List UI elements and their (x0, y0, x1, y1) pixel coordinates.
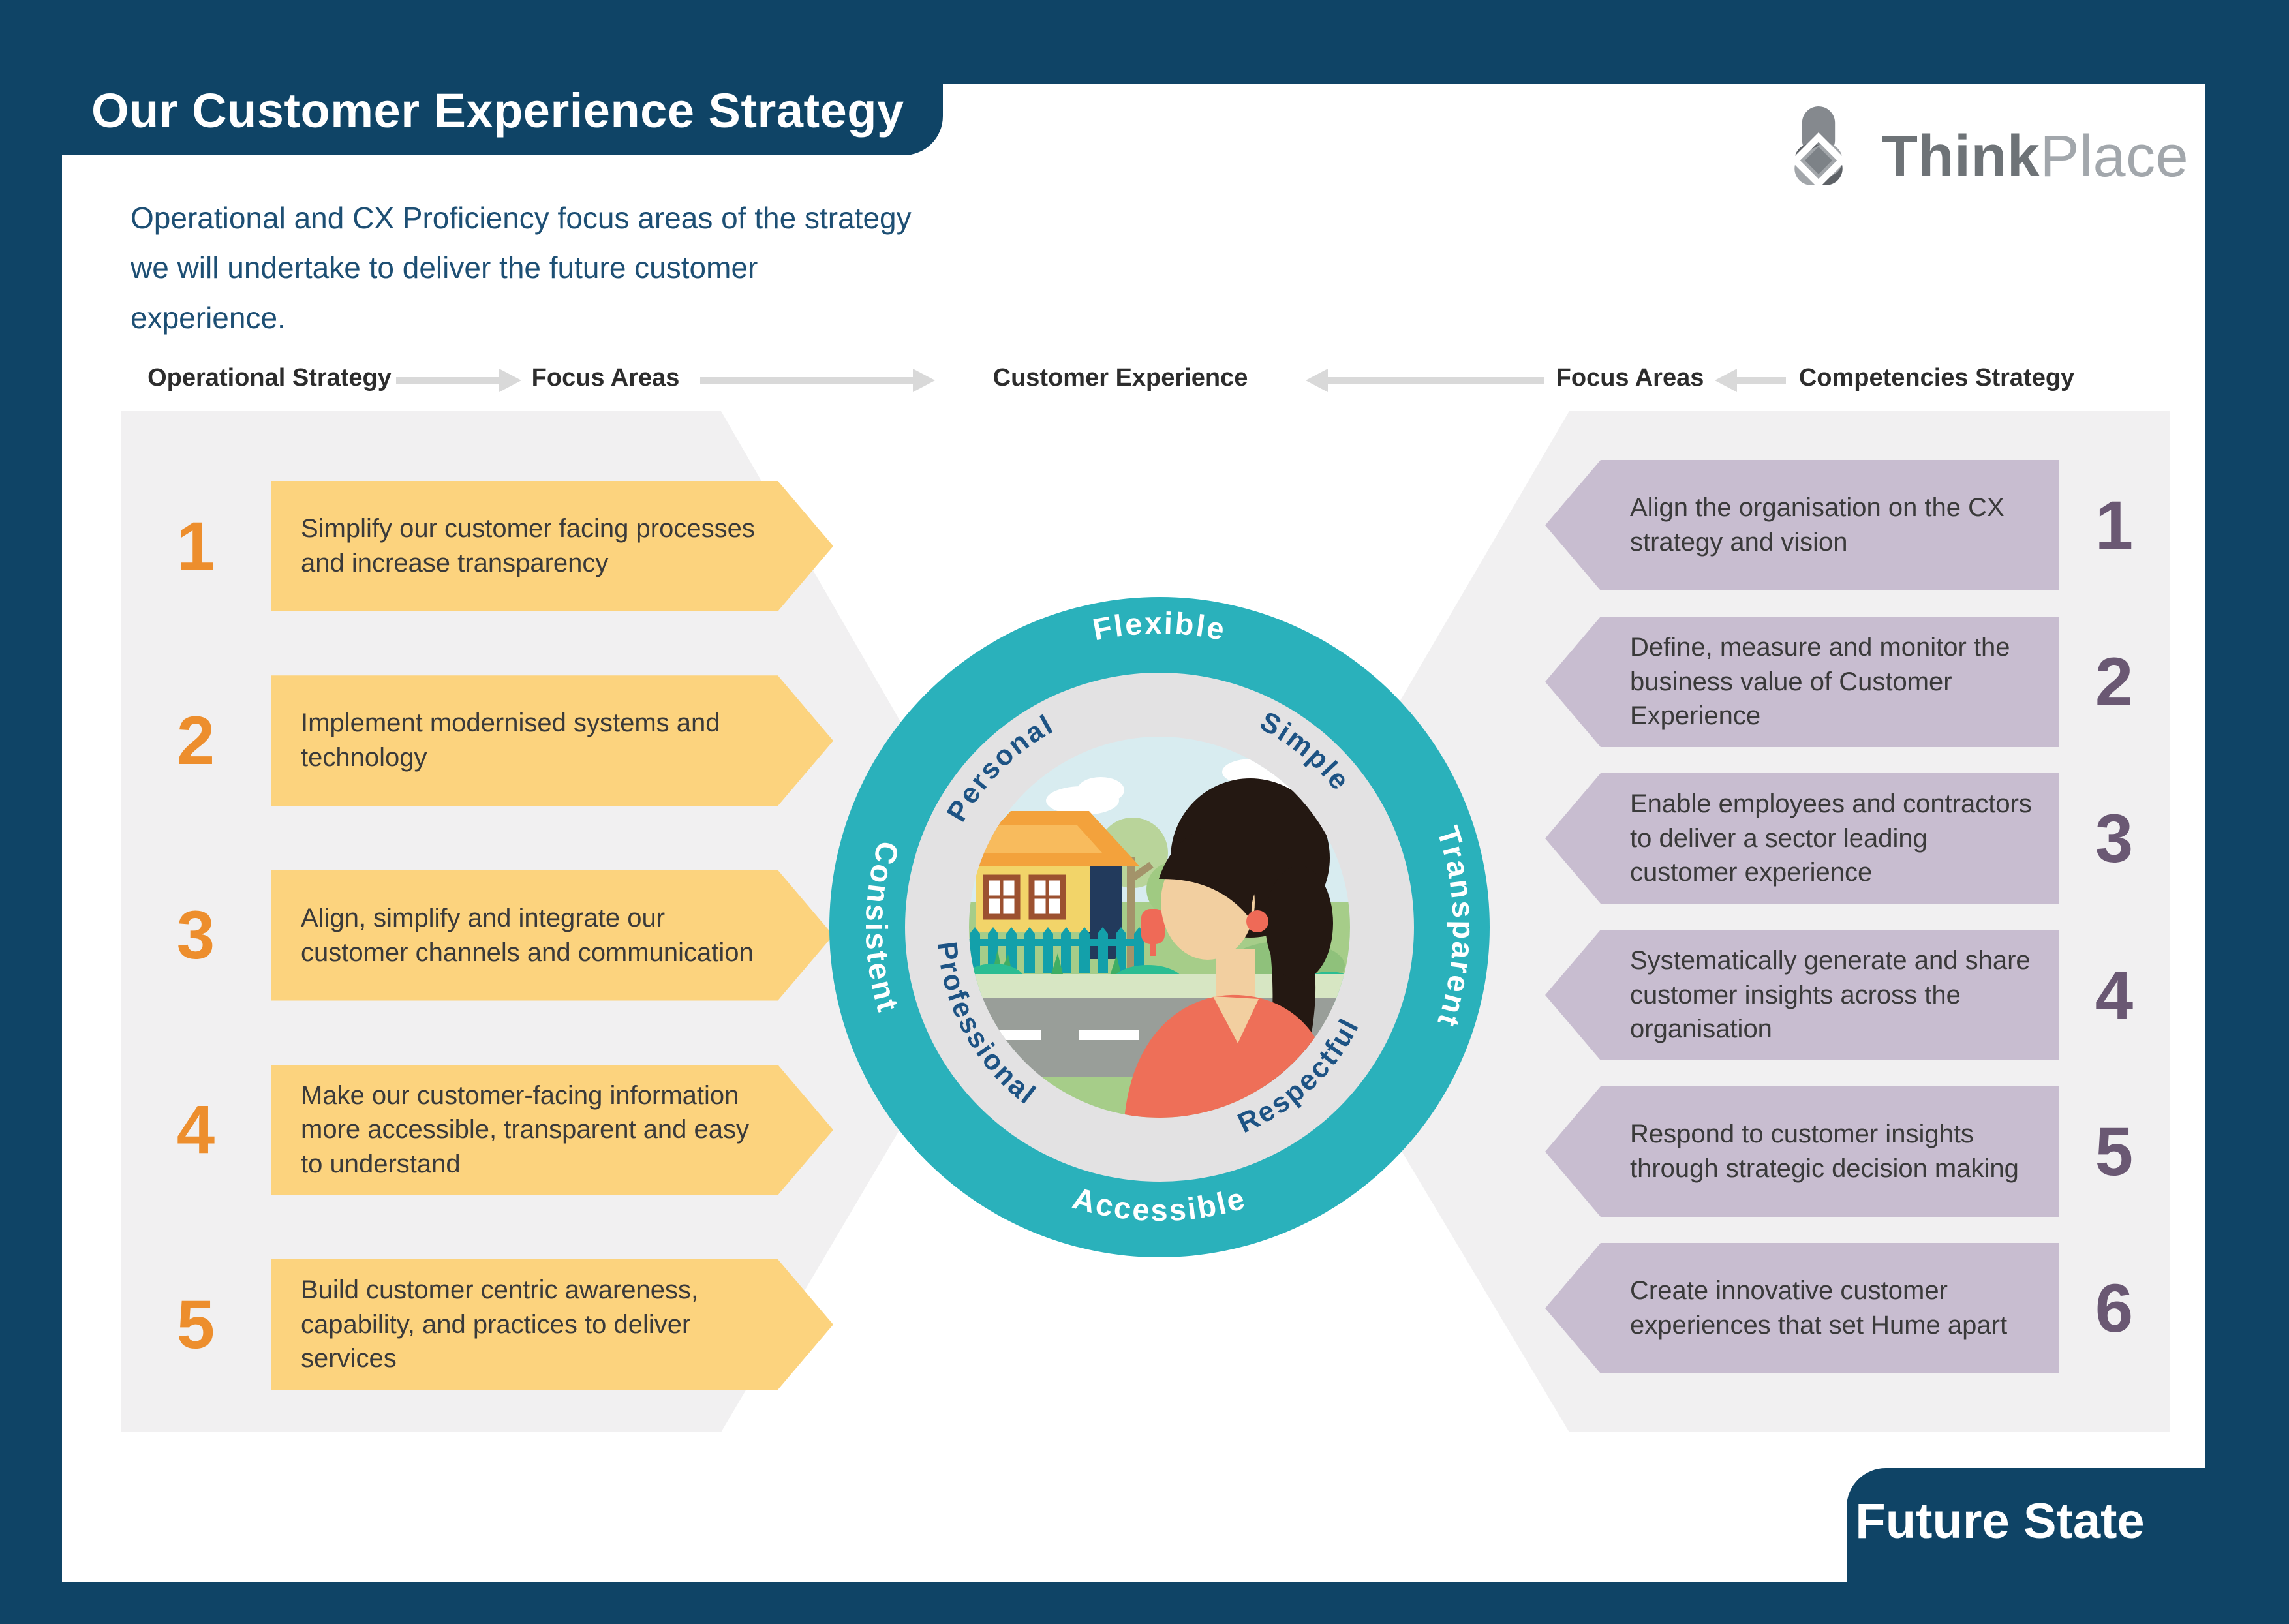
thinkplace-logo-text: ThinkPlace (1882, 123, 2189, 191)
list-item: Align the organisation on the CX strateg… (1545, 460, 2170, 590)
item-text: Simplify our customer facing processes a… (301, 514, 755, 577)
customer-experience-wheel: Flexible Transparent Accessible Consiste… (829, 597, 1490, 1257)
item-number: 5 (2095, 1113, 2134, 1190)
item-text: Enable employees and contractors to deli… (1630, 789, 2032, 887)
item-text: Implement modernised systems and technol… (301, 709, 720, 773)
list-item: Systematically generate and share custom… (1545, 930, 2170, 1060)
title-banner: Our Customer Experience Strategy (0, 0, 943, 155)
flow-label-competencies-strategy: Competencies Strategy (1798, 364, 2075, 391)
list-item: Create innovative customer experiences t… (1545, 1243, 2170, 1373)
item-arrow: Define, measure and monitor the business… (1545, 617, 2059, 747)
item-number: 4 (176, 1092, 215, 1169)
item-text: Make our customer-facing information mor… (301, 1080, 750, 1179)
future-state-tab: Future State (1847, 1468, 2289, 1624)
operational-list: 1 Simplify our customer facing processes… (121, 481, 833, 1390)
item-text: Define, measure and monitor the business… (1630, 632, 2010, 731)
item-number: 1 (2095, 487, 2134, 564)
item-number: 3 (2095, 800, 2134, 877)
item-number: 2 (176, 702, 215, 779)
page-title: Our Customer Experience Strategy (91, 84, 904, 138)
customer-avatar (1124, 778, 1333, 1118)
item-text: Align the organisation on the CX strateg… (1630, 493, 2005, 557)
frame-left (0, 0, 62, 1624)
item-arrow: Systematically generate and share custom… (1545, 930, 2059, 1060)
list-item: 2 Implement modernised systems and techn… (121, 675, 833, 806)
item-arrow: Build customer centric awareness, capabi… (271, 1259, 833, 1390)
house-icon (969, 811, 1139, 959)
list-item: Define, measure and monitor the business… (1545, 617, 2170, 747)
item-number: 1 (176, 508, 215, 585)
flow-arrow-right-icon (396, 369, 521, 392)
flow-label-customer-experience: Customer Experience (992, 364, 1248, 391)
fence (969, 927, 1144, 973)
item-number: 2 (2095, 643, 2134, 720)
item-arrow: Align the organisation on the CX strateg… (1545, 460, 2059, 590)
tree-branch (1127, 861, 1154, 884)
logo-word-place: Place (2040, 123, 2189, 189)
item-number: 5 (176, 1286, 215, 1363)
thinkplace-logo: ThinkPlace (1770, 104, 2189, 209)
item-number: 6 (2095, 1270, 2134, 1347)
flow-label-focus-areas-left: Focus Areas (531, 364, 680, 391)
flow-arrow-left-icon (1715, 369, 1786, 392)
item-text: Align, simplify and integrate our custom… (301, 903, 754, 967)
customer-illustration (969, 737, 1350, 1118)
logo-word-think: Think (1882, 123, 2040, 189)
item-text: Build customer centric awareness, capabi… (301, 1275, 699, 1373)
item-number: 3 (176, 897, 215, 973)
future-state-label: Future State (1855, 1494, 2145, 1549)
item-arrow: Create innovative customer experiences t… (1545, 1243, 2059, 1373)
competencies-list: Align the organisation on the CX strateg… (1545, 460, 2170, 1373)
item-arrow: Respond to customer insights through str… (1545, 1086, 2059, 1217)
list-item: 1 Simplify our customer facing processes… (121, 481, 833, 611)
item-arrow: Simplify our customer facing processes a… (271, 481, 833, 611)
flow-label-focus-areas-right: Focus Areas (1556, 364, 1704, 391)
earring-icon (1246, 910, 1268, 932)
value-word-flexible: Flexible (1090, 605, 1229, 647)
flow-arrow-left-icon (1306, 369, 1544, 392)
list-item: 4 Make our customer-facing information m… (121, 1065, 833, 1195)
item-text: Create innovative customer experiences t… (1630, 1276, 2008, 1340)
item-number: 4 (2095, 957, 2134, 1034)
list-item: 5 Build customer centric awareness, capa… (121, 1259, 833, 1390)
flow-label-operational-strategy: Operational Strategy (147, 364, 392, 391)
item-arrow: Make our customer-facing information mor… (271, 1065, 833, 1195)
subtitle-text: Operational and CX Proficiency focus are… (131, 201, 912, 335)
mailbox-icon (1141, 909, 1165, 956)
flow-arrow-right-icon (700, 369, 935, 392)
frame-right (2205, 0, 2289, 1624)
list-item: Respond to customer insights through str… (1545, 1086, 2170, 1217)
thinkplace-logo-mark (1790, 106, 1847, 189)
list-item: Enable employees and contractors to deli… (1545, 773, 2170, 904)
item-arrow: Enable employees and contractors to deli… (1545, 773, 2059, 904)
item-text: Systematically generate and share custom… (1630, 945, 2031, 1044)
list-item: 3 Align, simplify and integrate our cust… (121, 870, 833, 1001)
item-arrow: Align, simplify and integrate our custom… (271, 870, 833, 1001)
item-arrow: Implement modernised systems and technol… (271, 675, 833, 806)
item-text: Respond to customer insights through str… (1630, 1120, 2019, 1183)
